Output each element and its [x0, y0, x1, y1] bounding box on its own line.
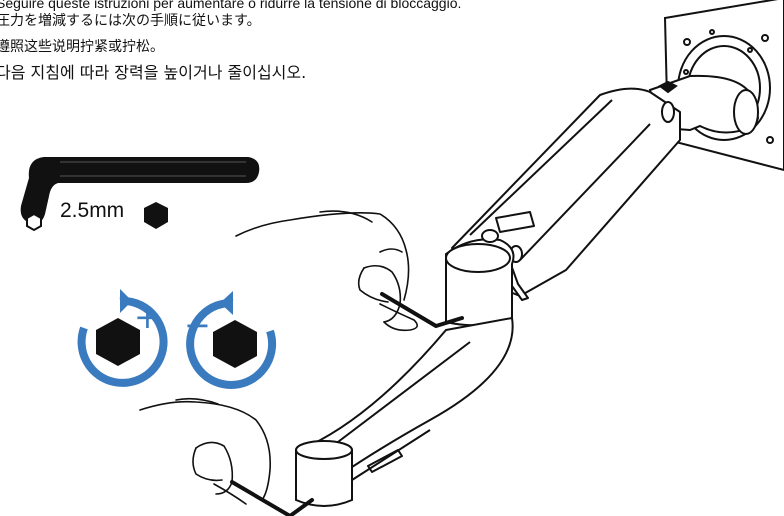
- hex-bolt-icon: [96, 318, 140, 366]
- plus-sign: +: [134, 298, 161, 336]
- tighten-clockwise-icon: +: [77, 289, 168, 387]
- instruction-japanese: 圧力を増減するには次の手順に従います。: [0, 13, 261, 29]
- lower-hand: [139, 397, 272, 505]
- upper-hand: [235, 210, 418, 332]
- tool-size-label: 2.5mm: [60, 199, 125, 222]
- instruction-italian: Seguire queste istruzioni per aumentare …: [0, 0, 462, 11]
- lower-arm: [299, 317, 514, 481]
- hex-key-icon: [20, 157, 260, 232]
- instruction-chinese: 遵照这些说明拧紧或拧松。: [0, 39, 164, 55]
- hex-size-icon: [144, 202, 168, 229]
- loosen-counterclockwise-icon: −: [184, 291, 277, 389]
- tilt-head: [648, 74, 759, 135]
- base-post: [295, 440, 353, 507]
- minus-sign: −: [184, 306, 211, 344]
- inserted-hex-keys: [230, 292, 464, 516]
- instruction-korean: 다음 지침에 따라 장력을 높이거나 줄이십시오.: [0, 63, 307, 82]
- hex-bolt-icon: [213, 320, 257, 368]
